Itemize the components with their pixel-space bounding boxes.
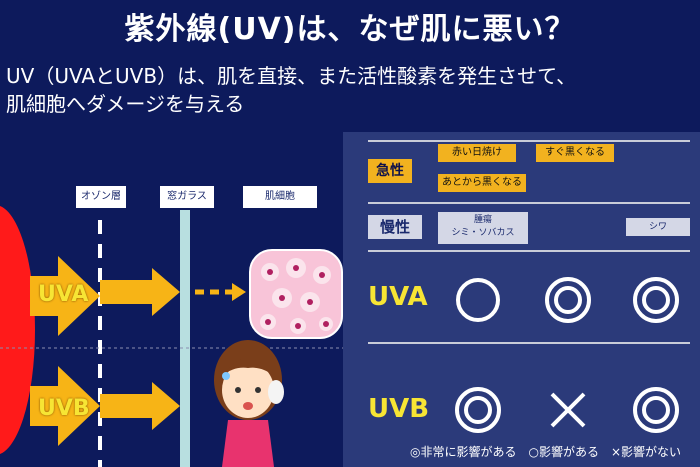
uva-immediate-double-circle-icon [545,277,591,323]
panel-rule-mid2 [368,250,690,252]
uvb-sunburn-double-circle-icon [455,387,501,433]
tag-delayed-tan: あとから黒くなる [438,174,526,192]
uvb-arrow-2 [100,382,180,430]
uva-arrow-1 [30,256,100,336]
effects-panel: 急性 赤い日焼け すぐ黒くなる あとから黒くなる 慢性 腫瘍 シミ・ソバカス シ… [343,132,700,467]
tag-immediate-tan: すぐ黒くなる [536,144,614,162]
uvb-arrow-1 [30,366,100,446]
uvb-wrinkle-double-circle-icon [633,387,679,433]
layer-label-window: 窓ガラス [160,186,214,208]
tag-tumor-spots: 腫瘍 シミ・ソバカス [438,212,528,244]
uvb-immediate-cross-icon [550,392,586,428]
layer-label-ozone: オゾン層 [76,186,126,208]
ray-label-uva: UVA [38,282,89,307]
subtitle: UV（UVAとUVB）は、肌を直接、また活性酸素を発生させて、 肌細胞へダメージ… [6,62,696,118]
panel-rule-top [368,140,690,142]
uva-sunburn-circle-icon [456,278,500,322]
page-title: 紫外線(UV)は、なぜ肌に悪い？ [124,12,576,47]
impact-matrix [455,277,679,433]
uva-arrow-tip [232,283,246,301]
uva-arrow-2 [100,268,180,316]
sun-shape [0,205,35,455]
subtitle-line-2: 肌細胞へダメージを与える [6,92,245,116]
worried-girl-illustration [214,340,284,467]
row-label-uvb: UVB [368,394,430,424]
legend: ◎非常に影響がある ○影響がある ×影響がない [410,445,681,459]
layer-label-skin: 肌細胞 [243,186,317,208]
acute-label: 急性 [368,159,412,183]
tag-wrinkles: シワ [626,218,690,236]
ray-label-uvb: UVB [38,396,90,421]
uv-path-diagram [0,205,345,467]
uva-wrinkle-double-circle-icon [633,277,679,323]
row-label-uva: UVA [368,282,428,312]
subtitle-line-1: UV（UVAとUVB）は、肌を直接、また活性酸素を発生させて、 [6,64,577,88]
tag-red-sunburn: 赤い日焼け [438,144,516,162]
chronic-label: 慢性 [368,215,422,239]
panel-rule-mid3 [368,342,690,344]
skin-cells-illustration [249,249,343,339]
window-glass [180,210,190,467]
panel-rule-mid1 [368,202,690,204]
